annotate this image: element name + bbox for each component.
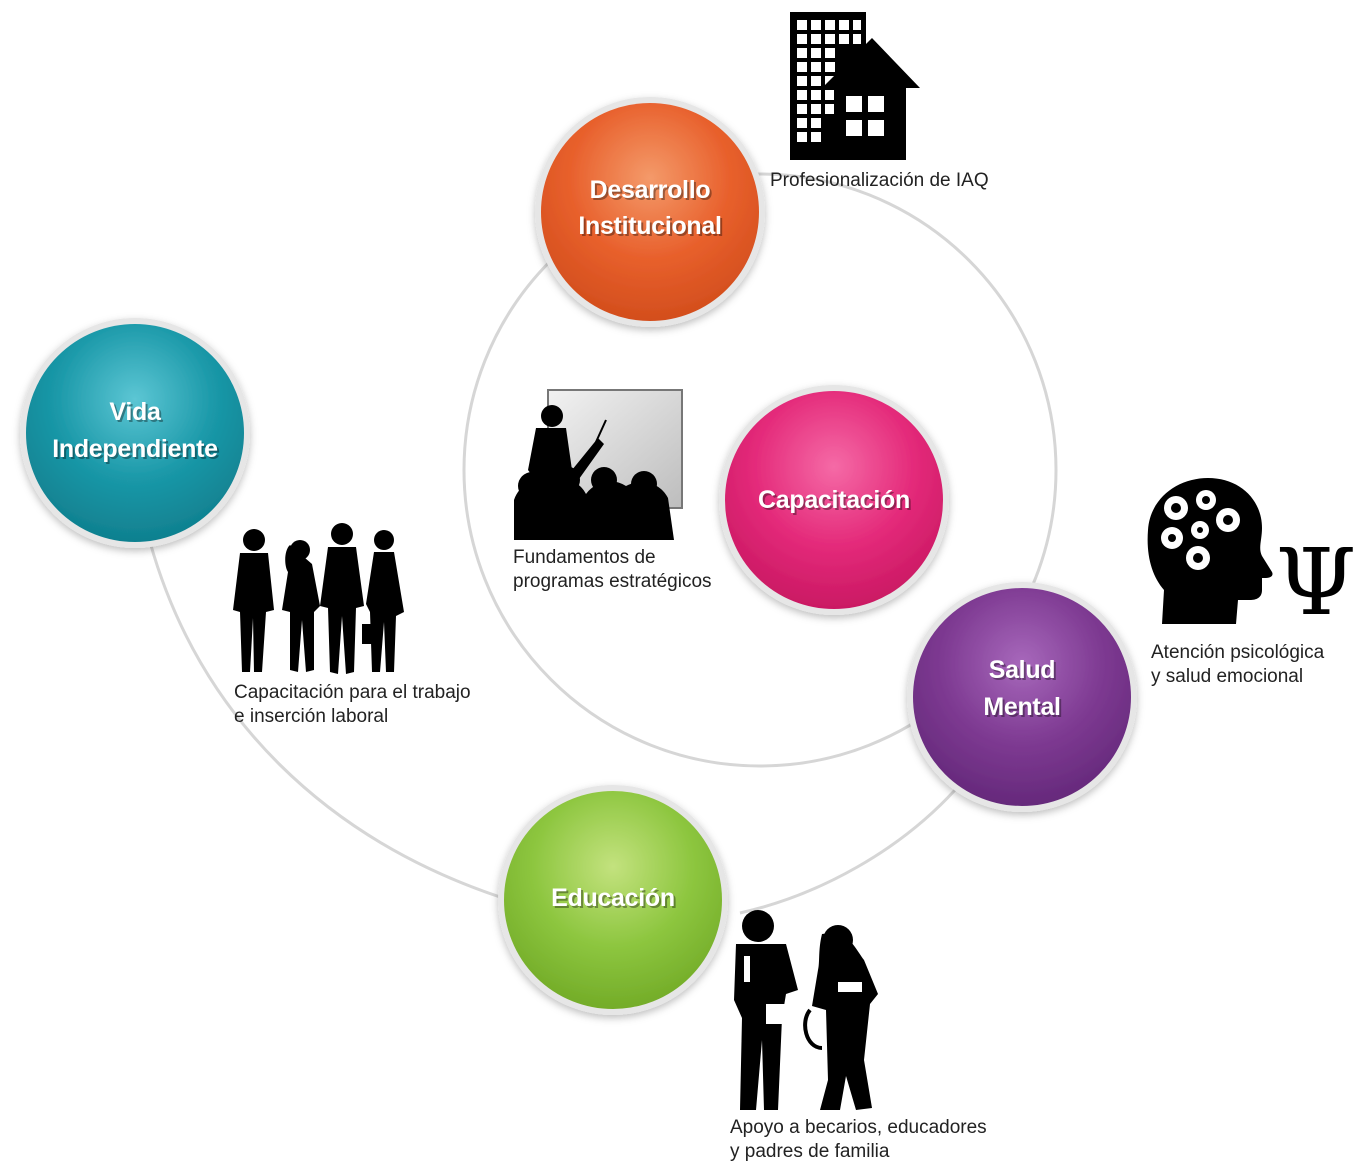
- desarrollo-title-line2: Institucional: [578, 212, 721, 240]
- caption-vida-line1: Capacitación para el trabajo: [234, 682, 471, 703]
- outer-ring-right-arc: [739, 788, 957, 915]
- node-capacitacion[interactable]: [719, 385, 949, 615]
- caption-capacitacion-line2: programas estratégicos: [513, 571, 712, 592]
- head-gears-psi-icon: Ψ: [1147, 478, 1357, 636]
- vida-title-line2: Independiente: [52, 435, 218, 463]
- inner-ring: [462, 172, 1058, 768]
- caption-vida-line2: e inserción laboral: [234, 706, 389, 727]
- salud-shadow-line2: Mental: [985, 695, 1062, 723]
- node-salud-mental[interactable]: [907, 582, 1137, 812]
- students-icon: [734, 910, 878, 1110]
- building-house-icon: [790, 12, 920, 160]
- educacion-shadow: Educación: [553, 886, 677, 914]
- desarrollo-shadow-line2: Institucional: [580, 214, 723, 242]
- educacion-title: Educación: [551, 884, 675, 912]
- caption-educacion-line2: y padres de familia: [730, 1141, 890, 1162]
- caption-educacion-line1: Apoyo a becarios, educadores: [730, 1117, 987, 1138]
- salud-shadow-line1: Salud: [991, 658, 1058, 686]
- business-people-icon: [233, 523, 404, 674]
- node-desarrollo-institucional[interactable]: [535, 97, 765, 327]
- caption-desarrollo-line1: Profesionalización de IAQ: [770, 170, 989, 191]
- capacitacion-shadow: Capacitación: [760, 488, 912, 516]
- svg-text:Ψ: Ψ: [1276, 529, 1357, 636]
- vida-shadow-line1: Vida: [111, 400, 164, 428]
- desarrollo-title-line1: Desarrollo: [590, 176, 711, 204]
- caption-capacitacion-line1: Fundamentos de: [513, 547, 656, 568]
- capacitacion-title: Capacitación: [758, 486, 910, 514]
- salud-title-line1: Salud: [989, 656, 1056, 684]
- vida-title-line1: Vida: [109, 398, 162, 426]
- caption-vida: Capacitación para el trabajo e inserción…: [234, 681, 471, 729]
- caption-salud-line2: y salud emocional: [1151, 666, 1304, 687]
- desarrollo-shadow-line1: Desarrollo: [592, 178, 713, 206]
- presentation-audience-icon: [514, 389, 683, 540]
- node-vida-independiente[interactable]: [20, 318, 250, 548]
- outer-ring-left-arc: [148, 541, 501, 899]
- caption-desarrollo: Profesionalización de IAQ: [770, 169, 989, 193]
- salud-title-line2: Mental: [983, 693, 1060, 721]
- caption-salud-line1: Atención psicológica: [1151, 642, 1325, 663]
- connector-lines: [148, 172, 1058, 915]
- caption-educacion: Apoyo a becarios, educadores y padres de…: [730, 1116, 987, 1164]
- vida-shadow-line2: Independiente: [54, 437, 220, 465]
- caption-capacitacion: Fundamentos de programas estratégicos: [513, 546, 712, 594]
- caption-salud: Atención psicológica y salud emocional: [1151, 641, 1324, 689]
- node-educacion[interactable]: [498, 785, 728, 1015]
